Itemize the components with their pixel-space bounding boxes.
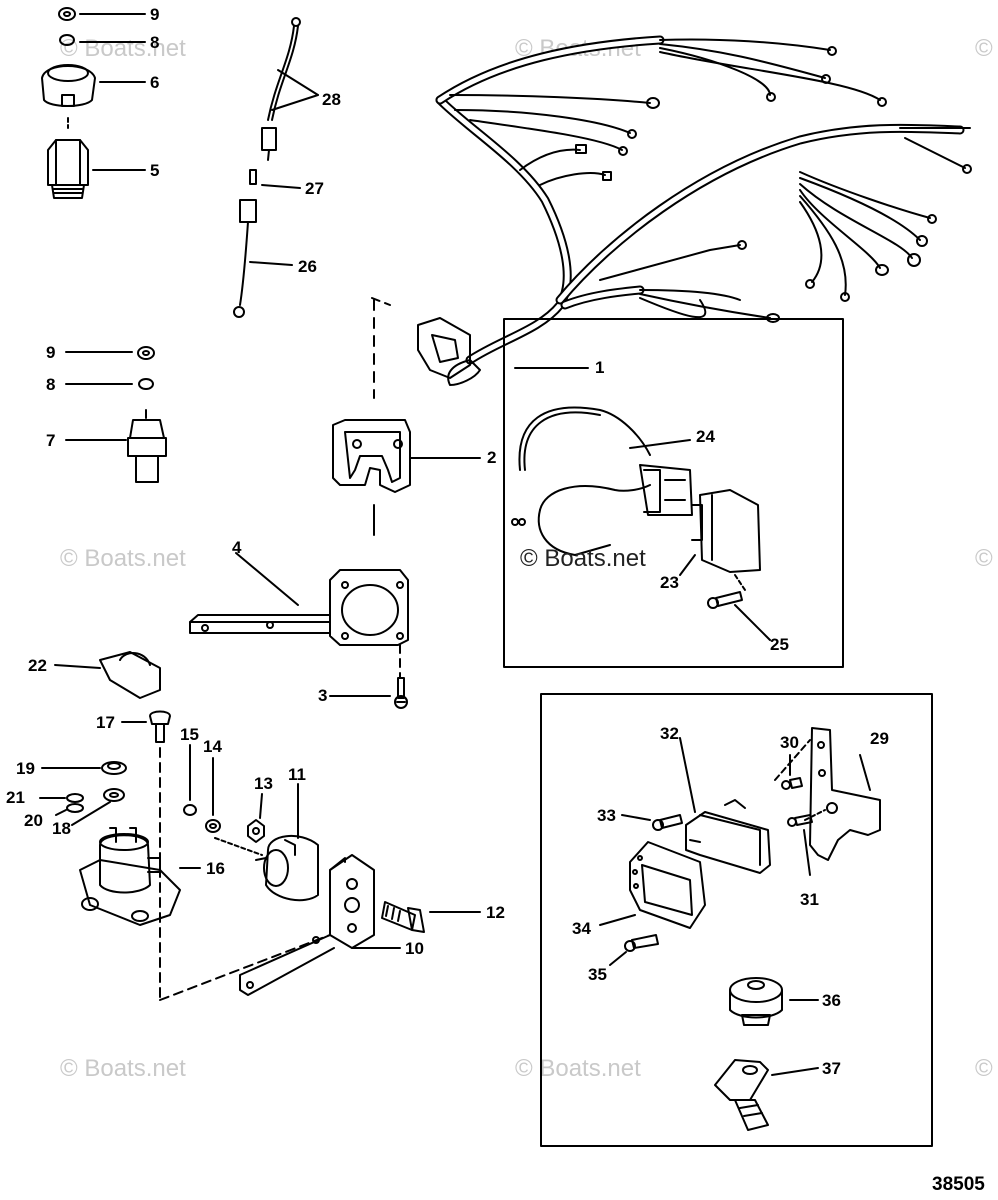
- callout-27: 27: [305, 179, 324, 198]
- watermark-top-left: © Boats.net: [60, 35, 186, 62]
- clip-22: [99, 651, 161, 699]
- watermark-top-right: ©: [975, 35, 993, 62]
- callout-24: 24: [696, 427, 715, 446]
- callout-14: 14: [203, 737, 222, 756]
- watermark-bottom-center: © Boats.net: [515, 1055, 641, 1082]
- callout-2: 2: [487, 448, 496, 467]
- callout-15: 15: [180, 725, 199, 744]
- washer-14: [205, 819, 221, 833]
- callout-7: 7: [46, 431, 55, 450]
- callout-4: 4: [232, 538, 242, 557]
- adapter-fitting: [47, 139, 89, 199]
- screw-31: [787, 814, 813, 827]
- screw-3: [394, 677, 408, 709]
- watermark-mid-right: ©: [975, 545, 993, 572]
- callout-11: 11: [288, 765, 306, 784]
- nut-9-top: [58, 7, 76, 21]
- callout-9a: 9: [150, 5, 159, 24]
- callout-10: 10: [405, 939, 424, 958]
- callout-33: 33: [597, 806, 616, 825]
- callout-31: 31: [800, 890, 819, 909]
- callout-6: 6: [150, 73, 159, 92]
- callout-37: 37: [822, 1059, 841, 1078]
- callout-8b: 8: [46, 375, 55, 394]
- callout-17: 17: [96, 713, 115, 732]
- watermark-bottom-left: © Boats.net: [60, 1055, 186, 1082]
- screw-30: [781, 777, 803, 790]
- callout-29: 29: [870, 729, 889, 748]
- lead-26: [233, 199, 257, 318]
- watermark-mid-left: © Boats.net: [60, 545, 186, 572]
- callout-1: 1: [595, 358, 604, 377]
- callout-12: 12: [486, 903, 505, 922]
- relay-bracket-10: [239, 854, 375, 996]
- gasket: [332, 419, 411, 493]
- starter-solenoid-16: [79, 827, 181, 926]
- callout-9b: 9: [46, 343, 55, 362]
- callout-3: 3: [318, 686, 327, 705]
- nut-9-mid: [137, 346, 155, 360]
- bolt-12: [381, 901, 425, 933]
- screw-33: [652, 814, 683, 831]
- inset-ignition-module-kit: [503, 318, 844, 668]
- watermark-inset: © Boats.net: [520, 545, 646, 572]
- callout-20: 20: [24, 811, 43, 830]
- callout-28: 28: [322, 90, 341, 109]
- ecm-34: [629, 841, 706, 929]
- inset-ecm-module-kit: [540, 693, 933, 1147]
- screw-35: [624, 934, 659, 952]
- wiring-harness: [417, 35, 972, 386]
- callout-23: 23: [660, 573, 679, 592]
- nut-19: [101, 761, 127, 775]
- bolt-17: [149, 710, 171, 743]
- mounting-bracket: [189, 569, 409, 646]
- temperature-sender: [127, 409, 167, 483]
- module-32: [685, 799, 771, 874]
- oil-pressure-sender: [41, 64, 96, 107]
- washer-8-mid: [138, 378, 154, 390]
- relay-11: [255, 834, 319, 902]
- knock-sensor-36: [729, 977, 783, 1026]
- washer-18: [103, 788, 125, 802]
- callout-19: 19: [16, 759, 35, 778]
- adapter-37: [714, 1059, 769, 1131]
- callout-22: 22: [28, 656, 47, 675]
- terminal-27: [249, 169, 257, 185]
- callout-34: 34: [572, 919, 591, 938]
- watermark-bottom-right: ©: [975, 1055, 993, 1082]
- callout-35: 35: [588, 965, 607, 984]
- callout-21: 21: [6, 788, 25, 807]
- callout-5: 5: [150, 161, 159, 180]
- callout-36: 36: [822, 991, 841, 1010]
- screw-25: [707, 591, 743, 609]
- nut-20-21: [66, 793, 84, 813]
- callout-26: 26: [298, 257, 317, 276]
- lead-28: [261, 17, 301, 161]
- nut-15: [183, 804, 197, 816]
- callout-18: 18: [52, 819, 71, 838]
- ignition-module-23: [691, 489, 761, 573]
- nut-13: [247, 819, 265, 843]
- harness-adapter-24: [511, 406, 693, 556]
- callout-13: 13: [254, 774, 273, 793]
- bracket-29: [809, 727, 881, 861]
- callout-30: 30: [780, 733, 799, 752]
- callout-25: 25: [770, 635, 789, 654]
- washer-8-top: [59, 34, 75, 46]
- callout-8a: 8: [150, 33, 159, 52]
- callout-32: 32: [660, 724, 679, 743]
- callout-16: 16: [206, 859, 225, 878]
- drawing-number: 38505: [932, 1174, 985, 1195]
